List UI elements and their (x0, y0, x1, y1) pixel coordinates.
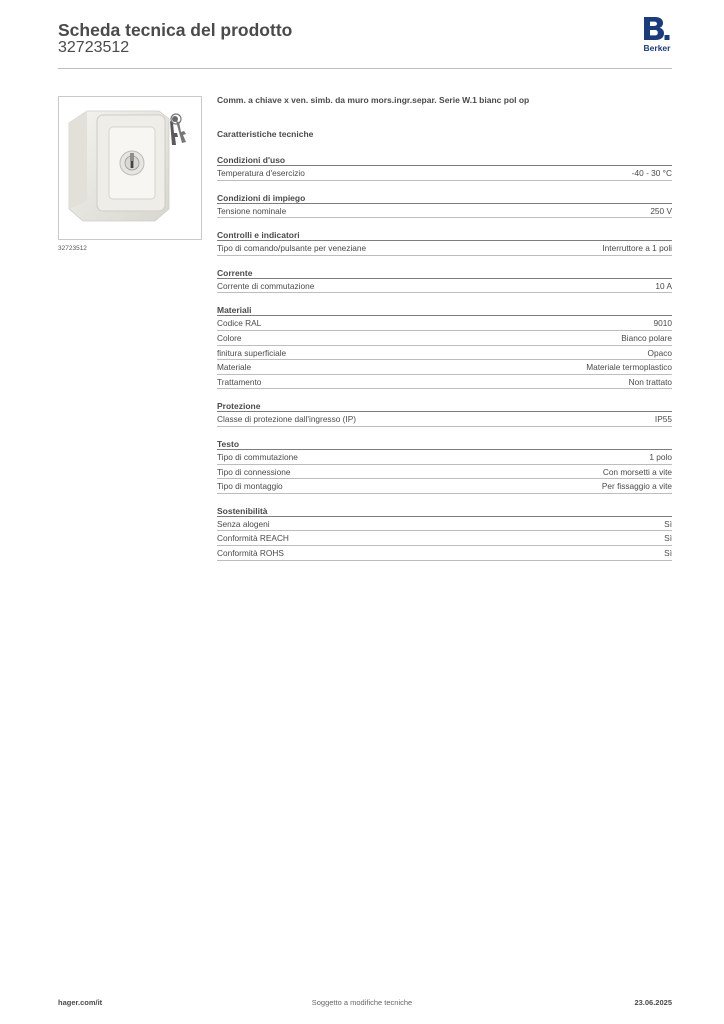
spec-value: Opaco (647, 347, 672, 358)
spec-row: Classe di protezione dall'ingresso (IP) I… (217, 412, 672, 427)
spec-row: Tensione nominale 250 V (217, 204, 672, 219)
spec-value: -40 - 30 °C (631, 168, 672, 178)
spec-value: Sì (664, 533, 672, 544)
spec-row: Tipo di comando/pulsante per veneziane In… (217, 241, 672, 256)
spec-value: Sì (664, 518, 672, 529)
spec-row: Conformità ROHS Sì (217, 546, 672, 561)
spec-label: Tipo di comando/pulsante per veneziane (217, 243, 367, 254)
spec-label: Materiale (217, 362, 252, 373)
spec-row: Materiale Materiale termoplastico (217, 360, 672, 375)
spec-label: Tipo di montaggio (217, 481, 283, 492)
spec-value: Interruttore a 1 poli (602, 243, 672, 254)
spec-label: Codice RAL (217, 318, 262, 329)
header-divider (58, 68, 672, 69)
spec-value: 9010 (653, 318, 672, 329)
section-title: Testo (217, 439, 672, 450)
spec-value: Bianco polare (621, 332, 672, 343)
berker-b-icon (644, 17, 670, 40)
spec-label: Colore (217, 332, 242, 343)
spec-row: Tipo di commutazione 1 polo (217, 450, 672, 465)
spec-row: Tipo di montaggio Per fissaggio a vite (217, 479, 672, 494)
footer-date: 23.06.2025 (634, 998, 672, 1007)
spec-label: Tipo di connessione (217, 466, 291, 477)
spec-value: Con morsetti a vite (602, 466, 672, 477)
spec-label: Senza alogeni (217, 518, 270, 529)
page-title: Scheda tecnica del prodotto (58, 20, 293, 40)
section-title: Materiali (217, 305, 672, 317)
spec-label: Temperatura d'esercizio (217, 168, 305, 178)
section-title: Condizioni di impiego (217, 193, 672, 204)
spec-row: Senza alogeni Sì (217, 517, 672, 532)
footer-note: Soggetto a modifiche tecniche (311, 998, 413, 1007)
spec-value: Non trattato (628, 376, 672, 387)
section-title: Condizioni d'uso (217, 155, 672, 166)
spec-value: IP55 (654, 414, 672, 425)
spec-value: Per fissaggio a vite (601, 481, 672, 492)
spec-label: finitura superficiale (217, 347, 287, 358)
spec-label: Trattamento (217, 376, 262, 387)
product-image (58, 96, 202, 240)
section-title: Corrente (217, 268, 672, 279)
spec-row: finitura superficiale Opaco (217, 346, 672, 361)
spec-label: Conformità REACH (217, 533, 289, 544)
spec-row: Trattamento Non trattato (217, 375, 672, 390)
spec-label: Classe di protezione dall'ingresso (IP) (217, 414, 357, 425)
spec-heading: Caratteristiche tecniche (217, 129, 314, 139)
spec-row: Tipo di connessione Con morsetti a vite (217, 465, 672, 480)
section-title: Controlli e indicatori (217, 230, 672, 242)
spec-value: Materiale termoplastico (586, 362, 672, 373)
spec-label: Tensione nominale (217, 205, 287, 216)
product-description: Comm. a chiave x ven. simb. da muro mors… (217, 95, 530, 105)
berker-logo: Berker (640, 16, 674, 54)
product-code: 32723512 (58, 39, 130, 56)
spec-row: Corrente di commutazione 10 A (217, 279, 672, 294)
footer-website[interactable]: hager.com/it (58, 998, 103, 1007)
spec-value: 1 polo (649, 451, 672, 462)
spec-row: Conformità REACH Sì (217, 531, 672, 546)
section-title: Protezione (217, 401, 672, 413)
logo-text: Berker (643, 43, 671, 53)
spec-value: Sì (664, 547, 672, 558)
spec-label: Tipo di commutazione (217, 451, 298, 462)
spec-label: Conformità ROHS (217, 547, 284, 558)
section-title: Sostenibilità (217, 506, 672, 517)
spec-value: 10 A (655, 280, 672, 291)
spec-label: Corrente di commutazione (217, 280, 315, 291)
spec-row: Colore Bianco polare (217, 331, 672, 346)
image-caption: 32723512 (58, 245, 87, 252)
spec-value: 250 V (650, 205, 672, 216)
spec-row: Codice RAL 9010 (217, 316, 672, 331)
spec-content: Comm. a chiave x ven. simb. da muro mors… (217, 95, 672, 561)
key-switch-illustration (68, 110, 186, 222)
spec-row: Temperatura d'esercizio -40 - 30 °C (217, 166, 672, 181)
